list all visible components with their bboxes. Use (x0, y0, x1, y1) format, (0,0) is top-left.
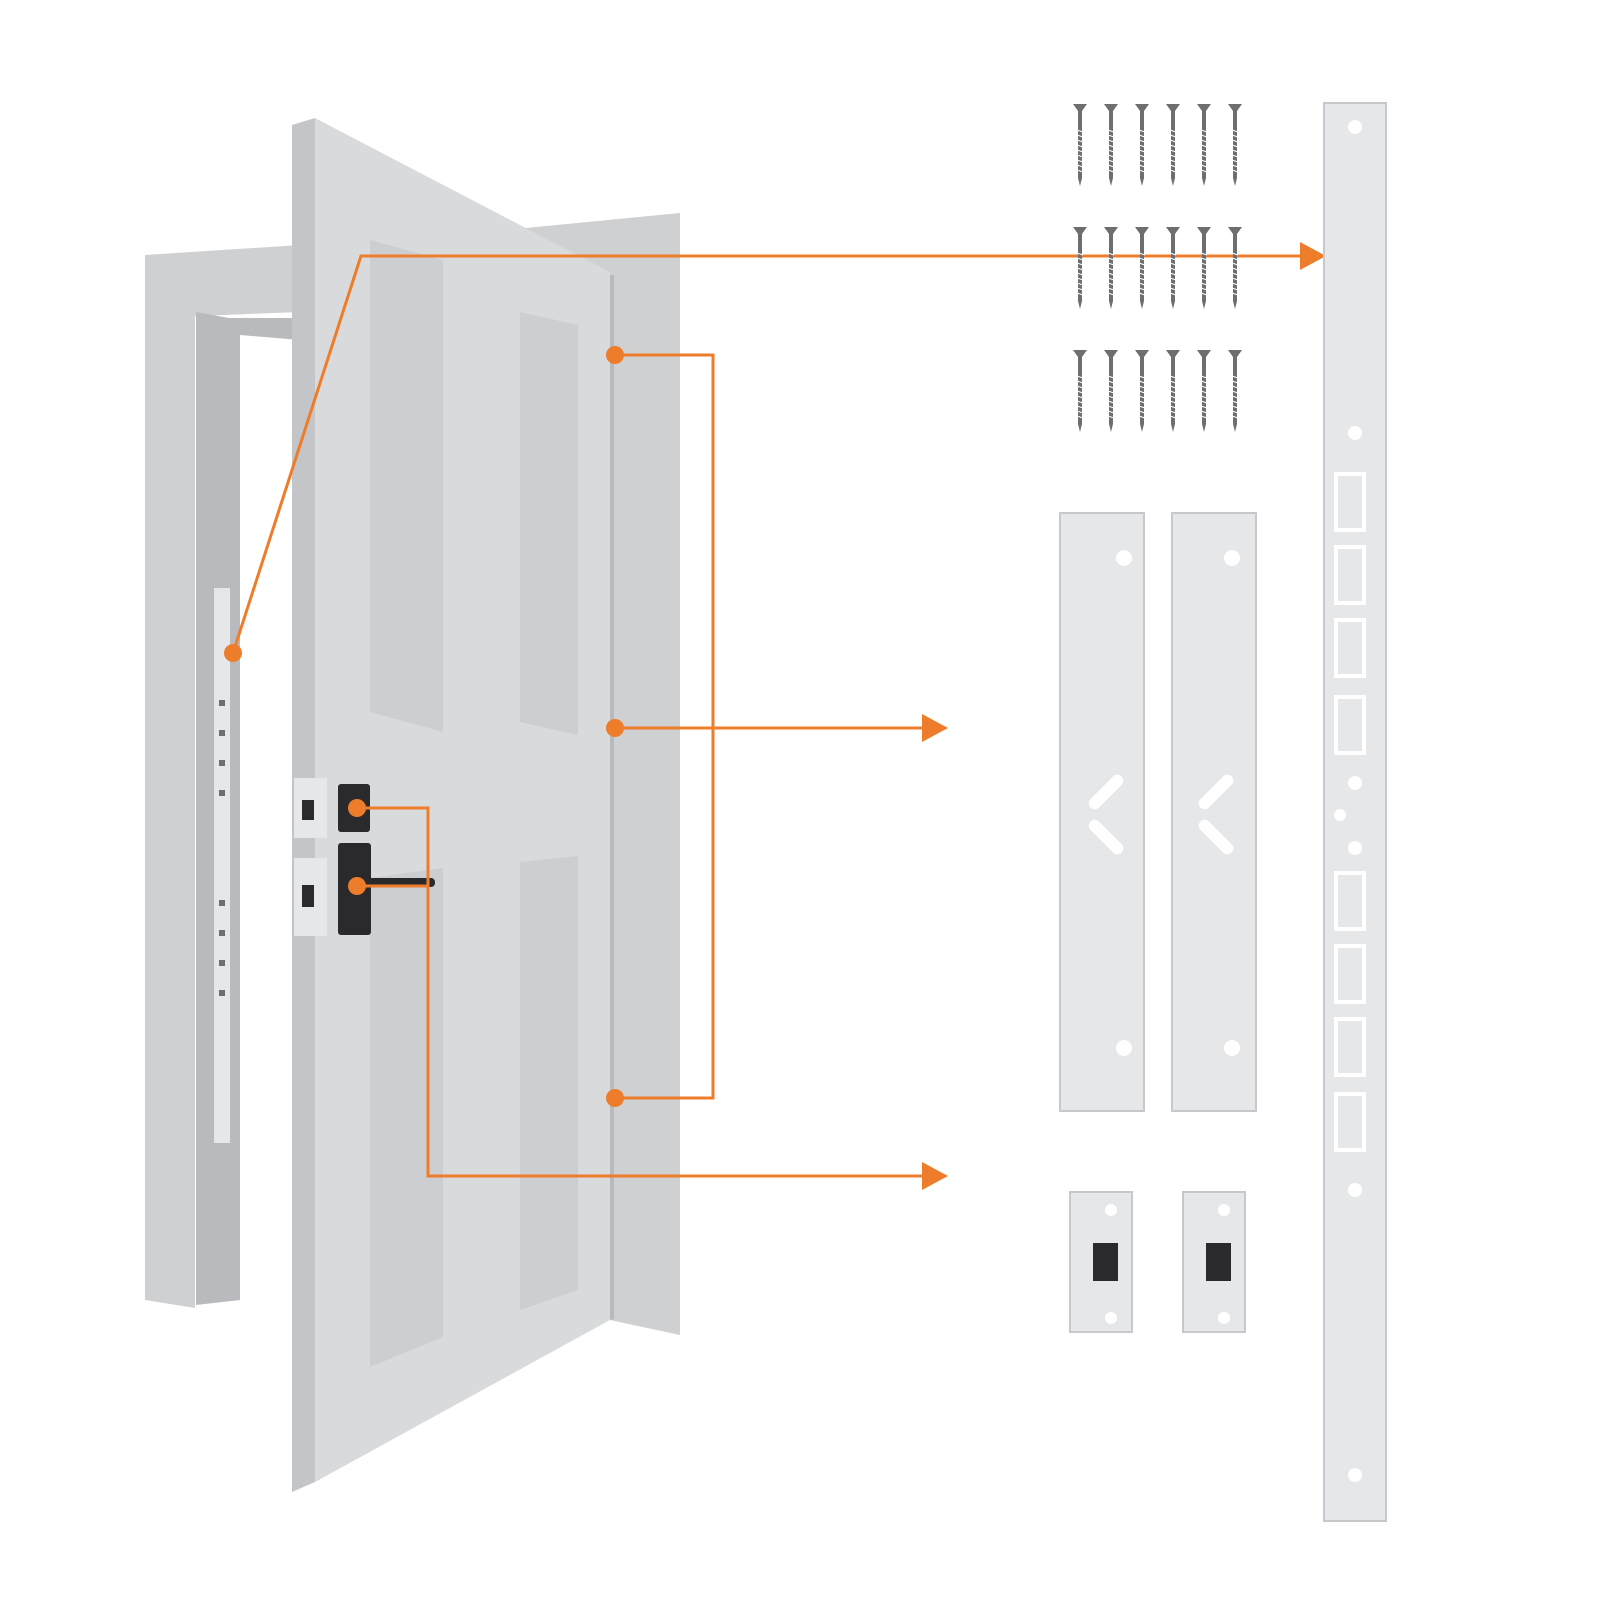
dot-hinge-bottom (606, 1089, 624, 1107)
strike-plate-holes (1334, 120, 1366, 1482)
long-jamb-strike-plate (1323, 102, 1387, 1522)
screw-icon (1197, 350, 1211, 432)
latch-wrap-plates (1069, 1191, 1246, 1333)
door-panel-top-right (520, 312, 578, 735)
screw-icon (1135, 104, 1149, 186)
strike-hole (1348, 1468, 1362, 1482)
callout-lines (231, 254, 1304, 1178)
installed-strike-plate (214, 588, 230, 1143)
screw-icon (1166, 227, 1180, 309)
screw-icon (1104, 104, 1118, 186)
strike-hole (1348, 841, 1362, 855)
frame-stop (205, 318, 300, 340)
dot-deadbolt (348, 799, 366, 817)
screw-icon (1135, 227, 1149, 309)
strike-slot (1334, 618, 1366, 678)
dot-strike (224, 644, 242, 662)
right-jamb-face (610, 275, 680, 1335)
strike-slot (1334, 545, 1366, 605)
callout-strike-line (231, 254, 1304, 654)
door-frame (145, 245, 300, 1308)
frame-left-jamb (145, 255, 195, 1308)
screw-icon (1228, 350, 1242, 432)
screw-icon (1197, 227, 1211, 309)
latch-plate-left (1069, 1191, 1133, 1333)
strike-hole (1334, 809, 1346, 821)
strike-slot (1334, 944, 1366, 1004)
door-panel-bottom-right (520, 856, 578, 1310)
strike-slot (1334, 472, 1366, 532)
screw-icon (1166, 350, 1180, 432)
callout-arrowheads (922, 242, 1326, 1190)
wood-screws (1073, 104, 1242, 432)
arrow-strike-icon (1300, 242, 1326, 270)
callout-lock-line (357, 806, 925, 1178)
screw-icon (1228, 227, 1242, 309)
latch-hole-upper (302, 800, 314, 820)
callout-dots (224, 346, 624, 1107)
arrow-lock-icon (922, 1162, 948, 1190)
latch-plate-right (1182, 1191, 1246, 1333)
screw-icon (1073, 227, 1087, 309)
hinge-reinforcement-plates (1059, 512, 1257, 1112)
screw-icon (1197, 104, 1211, 186)
door-panel-bottom-left (370, 868, 443, 1367)
strike-slot (1334, 695, 1366, 755)
hinge-plate-left (1059, 512, 1145, 1112)
latch-hole-lower (302, 885, 314, 907)
dot-lever (348, 877, 366, 895)
dot-hinge-middle (606, 719, 624, 737)
screw-icon (1104, 227, 1118, 309)
screw-icon (1228, 104, 1242, 186)
screw-icon (1104, 350, 1118, 432)
screw-icon (1073, 350, 1087, 432)
screw-icon (1073, 104, 1087, 186)
strike-slot (1334, 871, 1366, 931)
dot-hinge-top (606, 346, 624, 364)
strike-slot (1334, 1017, 1366, 1077)
strike-hole (1348, 1183, 1362, 1197)
strike-hole (1348, 426, 1362, 440)
strike-hole (1348, 120, 1362, 134)
hinge-plate-right (1171, 512, 1257, 1112)
screw-icon (1166, 104, 1180, 186)
arrow-hinge-icon (922, 714, 948, 742)
door-panel-top-left (370, 240, 443, 732)
screw-icon (1135, 350, 1149, 432)
installed-strike-slots (219, 700, 225, 996)
strike-slot (1334, 1092, 1366, 1152)
strike-hole (1348, 776, 1362, 790)
